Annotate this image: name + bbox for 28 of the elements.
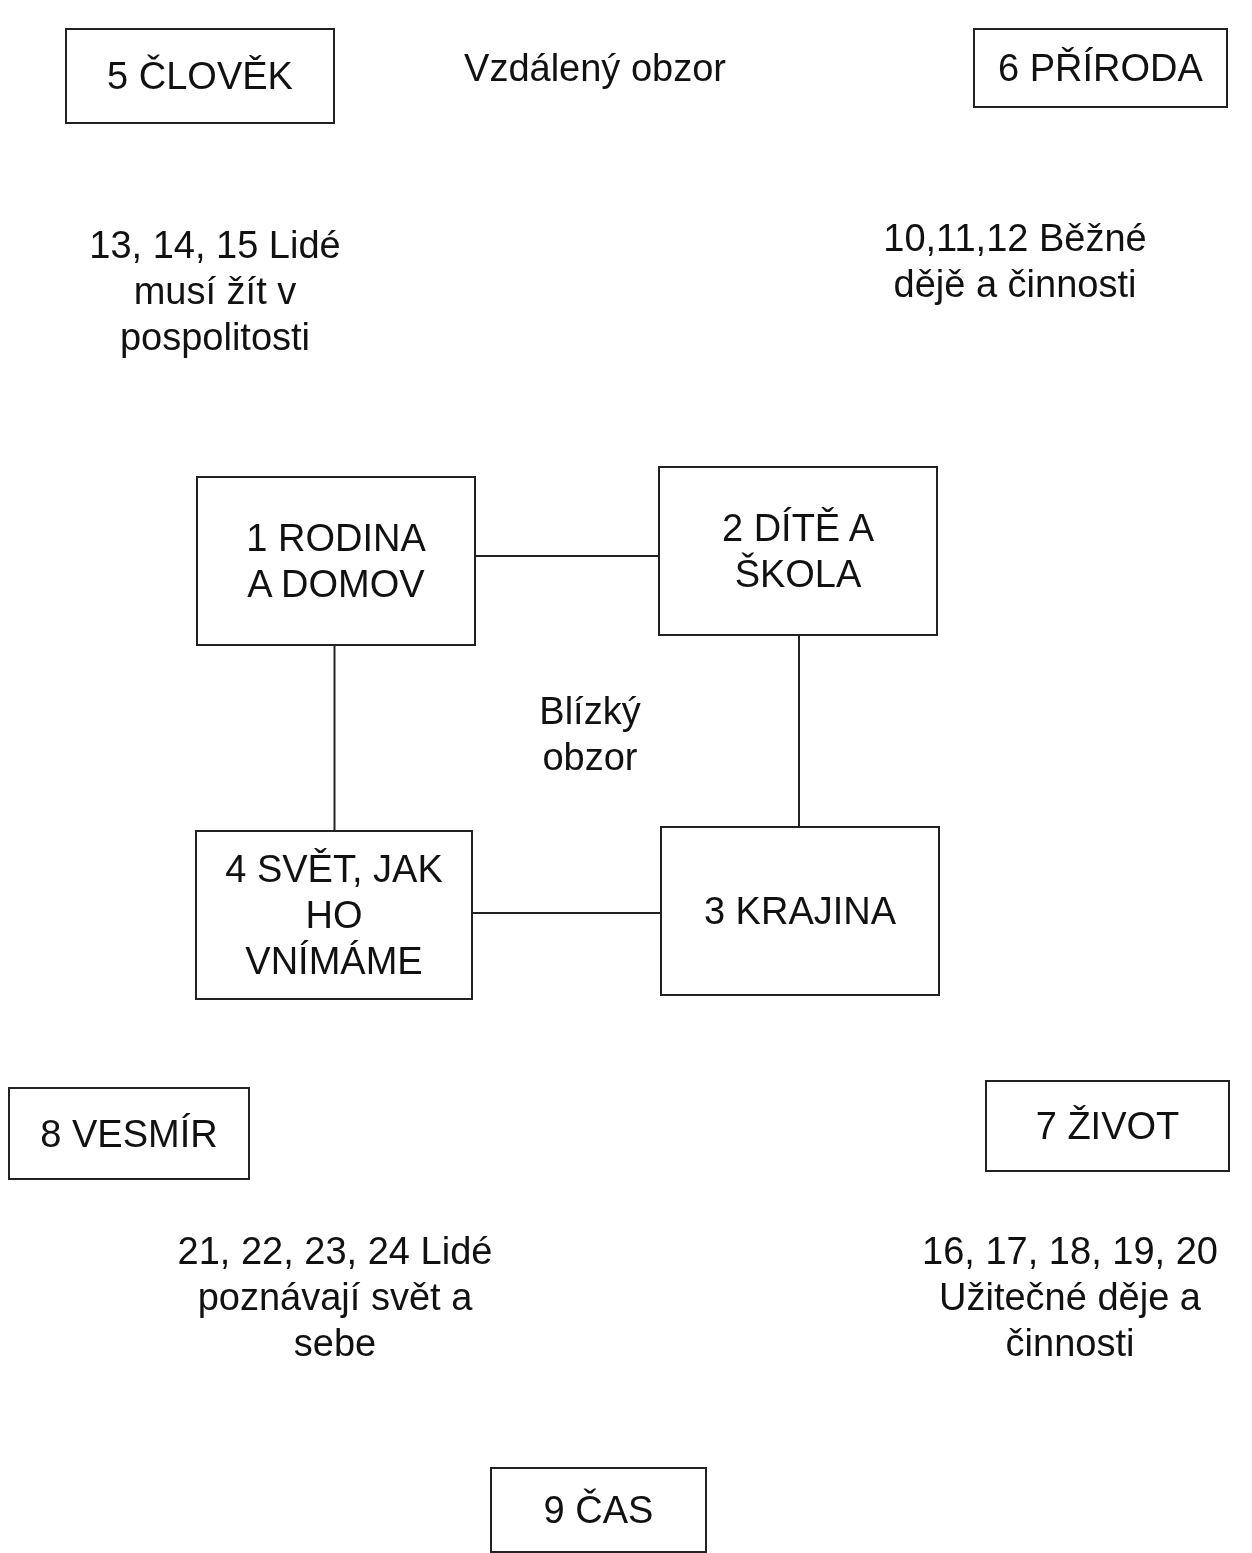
topic-label: 8 VESMÍR	[39, 1111, 219, 1157]
lesson-note: 10,11,12 Běžné dějě a činnosti	[882, 216, 1148, 307]
topic-box	[985, 1080, 1230, 1172]
topic-label: 2 DÍTĚ A ŠKOLA	[720, 506, 876, 597]
lesson-note: 13, 14, 15 Lidé musí žít v pospolitosti	[88, 223, 342, 360]
topic-label: 9 ČAS	[542, 1487, 655, 1533]
topic-label: 3 KRAJINA	[702, 889, 898, 934]
lesson-note: 16, 17, 18, 19, 20 Užitečné děje a činnosti	[921, 1229, 1219, 1366]
topic-box	[660, 826, 940, 996]
topic-box	[658, 466, 938, 636]
connector-line	[475, 555, 659, 557]
topic-label: 6 PŘÍRODA	[997, 46, 1204, 91]
topic-box	[65, 28, 335, 124]
topic-label: 5 ČLOVĚK	[106, 53, 294, 99]
topic-label: 4 SVĚT, JAK HO VNÍMÁME	[224, 847, 444, 984]
connector-line	[333, 645, 336, 831]
zone-label: Vzdálený obzor	[463, 46, 727, 91]
topic-box	[973, 28, 1228, 108]
topic-box	[8, 1087, 250, 1180]
topic-box	[196, 476, 476, 646]
topic-label: 7 ŽIVOT	[1034, 1104, 1181, 1149]
connector-line	[798, 635, 800, 827]
lesson-note: 21, 22, 23, 24 Lidé poznávají svět a sebe	[176, 1229, 494, 1366]
connector-line	[472, 912, 661, 914]
topic-label: 1 RODINA A DOMOV	[245, 516, 427, 607]
topic-box	[195, 830, 473, 1000]
zone-label: Blízký obzor	[538, 689, 642, 780]
topic-box	[490, 1467, 707, 1553]
